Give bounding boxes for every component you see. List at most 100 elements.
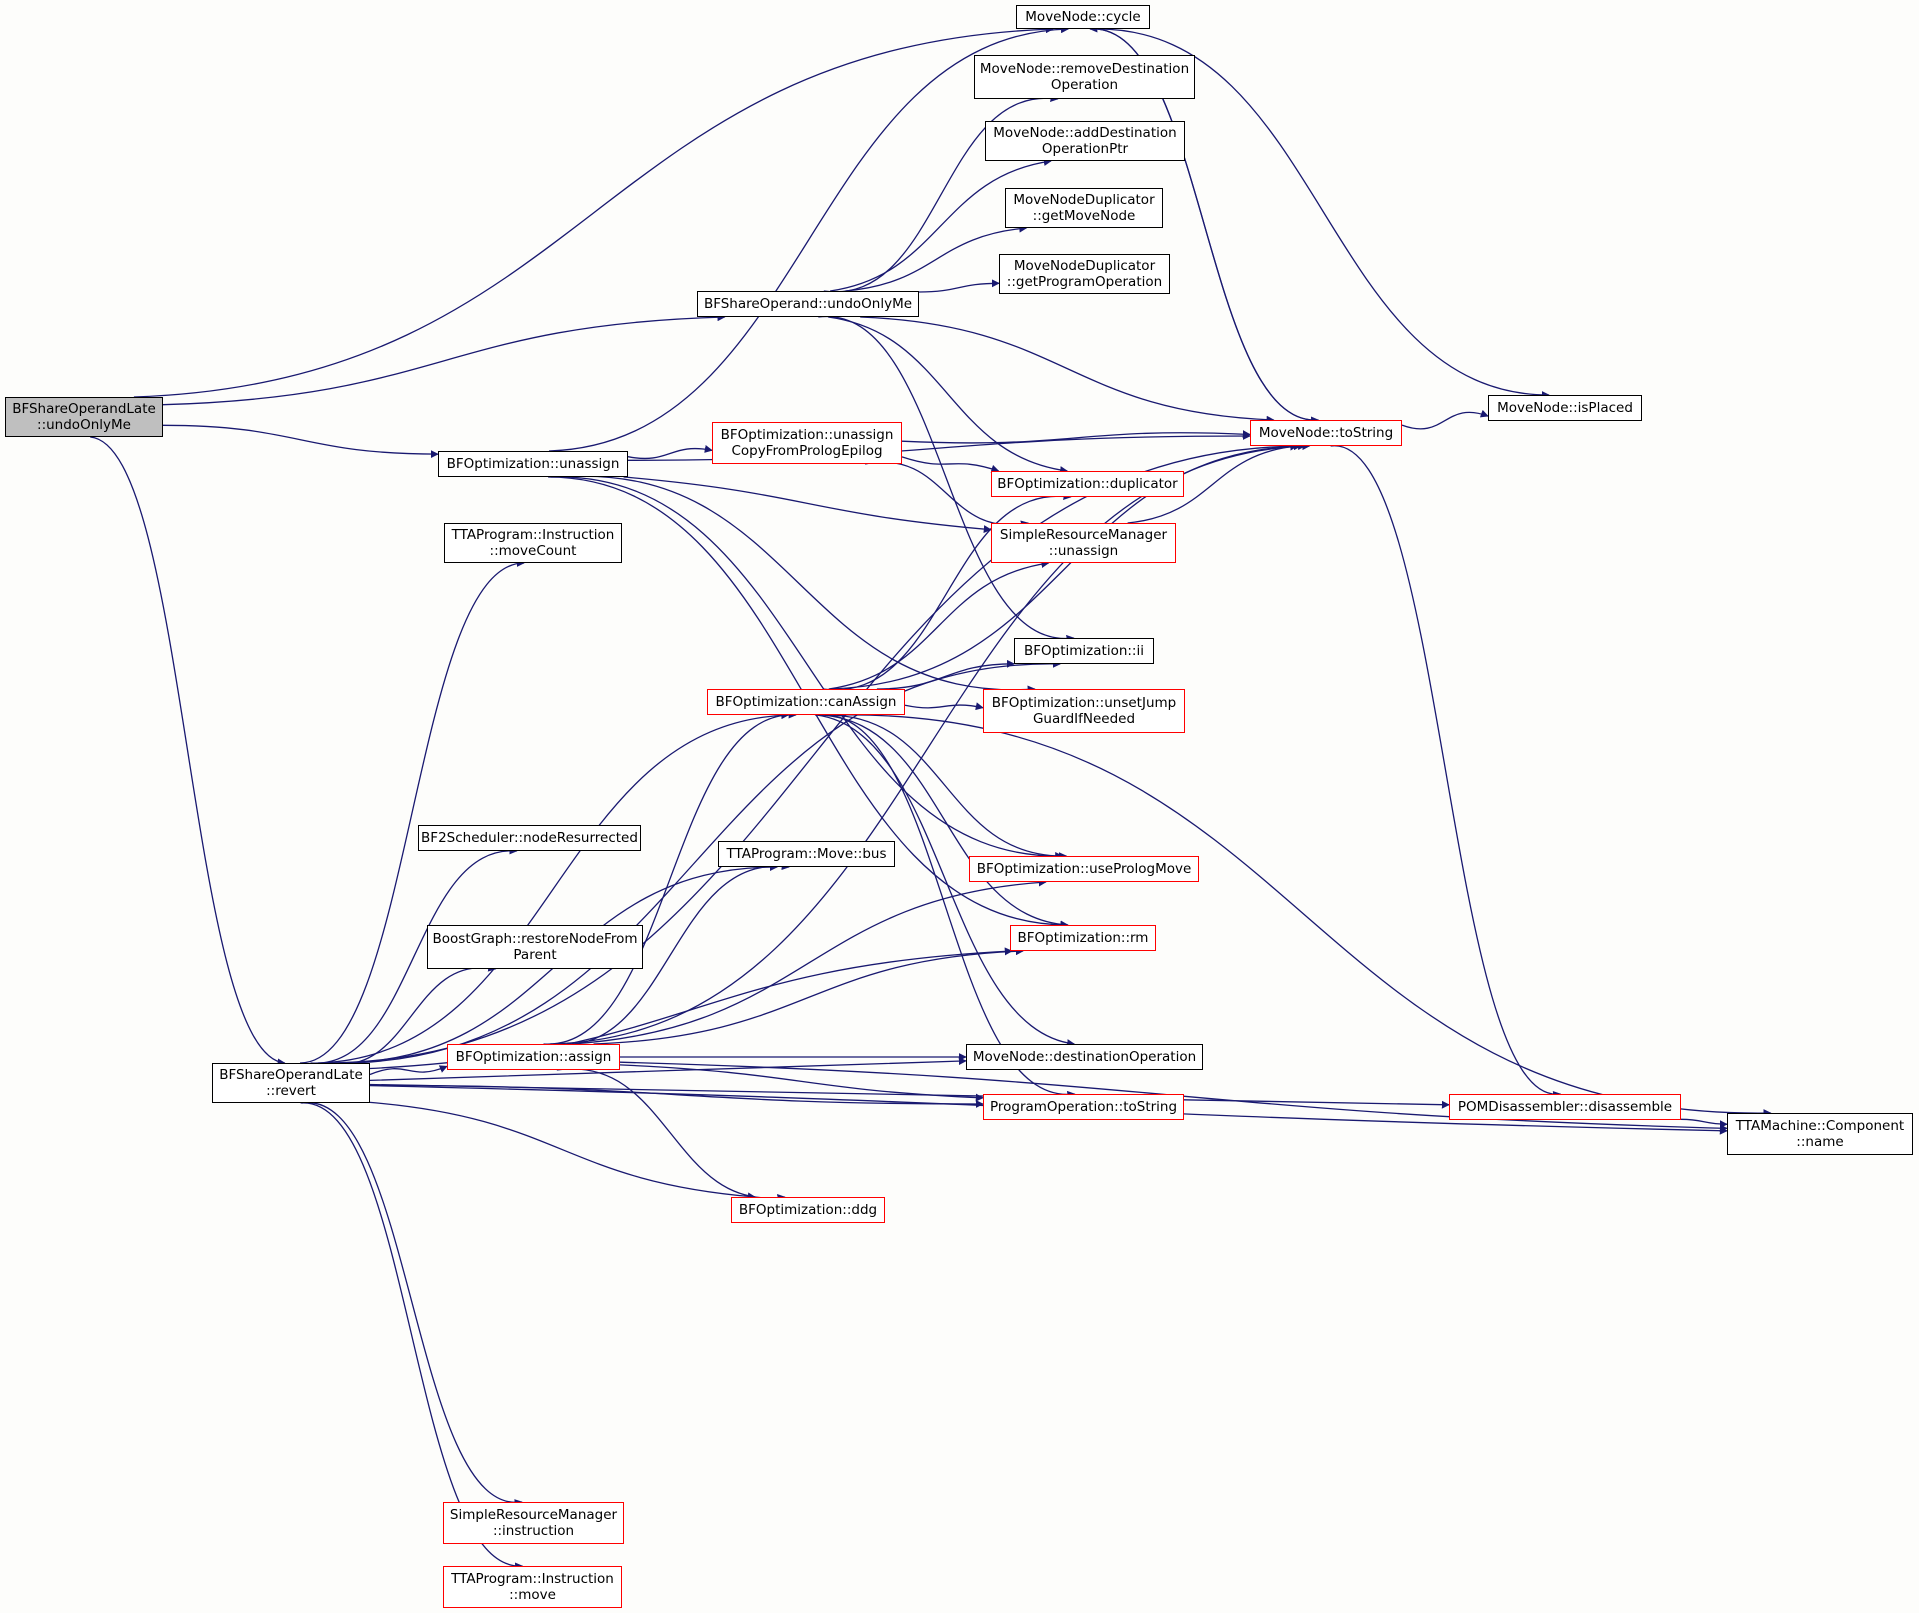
edge-revert-to-destOp [369, 1057, 967, 1082]
node-disassemble[interactable]: POMDisassembler::disassemble [1449, 1094, 1681, 1120]
node-isPlaced[interactable]: MoveNode::isPlaced [1488, 395, 1642, 421]
edge-revert-to-nodeRes [310, 846, 518, 1064]
node-label-line: BFOptimization::unsetJump [991, 695, 1177, 711]
node-label-line: CopyFromPrologEpilog [731, 443, 883, 459]
node-canAssign[interactable]: BFOptimization::canAssign [707, 689, 905, 715]
node-root[interactable]: BFShareOperandLate::undoOnlyMe [5, 397, 163, 437]
edge-bfsoUndo-to-addDst [830, 158, 1052, 292]
node-srmInstr[interactable]: SimpleResourceManager::instruction [443, 1502, 624, 1544]
edge-unassign-to-unsetJump [561, 475, 1036, 694]
node-compName[interactable]: TTAMachine::Component::name [1727, 1113, 1913, 1155]
node-toString[interactable]: MoveNode::toString [1250, 420, 1402, 446]
node-assign[interactable]: BFOptimization::assign [447, 1044, 620, 1070]
node-label-line: ::undoOnlyMe [37, 417, 131, 433]
edge-revert-to-ii [327, 659, 1061, 1064]
node-label-line: ProgramOperation::toString [989, 1099, 1178, 1115]
node-label-line: TTAProgram::Move::bus [726, 846, 887, 862]
node-label-line: BFOptimization::rm [1017, 930, 1149, 946]
node-unassign[interactable]: BFOptimization::unassign [438, 451, 628, 477]
edge-canAssign-to-compName [836, 714, 1772, 1118]
node-label-line: BFShareOperandLate [219, 1067, 363, 1083]
edge-canAssign-to-rm [821, 714, 1069, 929]
edge-canAssign-to-ii [876, 659, 1015, 690]
edge-toString-to-isPlaced [1401, 409, 1489, 430]
edge-unassignCP-to-duplicator [901, 456, 1000, 473]
node-label-line: BFShareOperandLate [12, 401, 156, 417]
node-label-line: MoveNode::toString [1258, 425, 1394, 441]
edge-bfsoUndo-to-removeDst [823, 94, 1059, 293]
node-label-line: BFOptimization::duplicator [997, 476, 1178, 492]
node-ddg[interactable]: BFOptimization::ddg [731, 1197, 885, 1223]
node-label-line: MoveNodeDuplicator [1013, 192, 1155, 208]
node-label-line: ::revert [266, 1083, 316, 1099]
edge-canAssign-to-usePrologMove [827, 714, 1064, 860]
node-label-line: ::move [509, 1587, 556, 1603]
node-label-line: SimpleResourceManager [999, 527, 1168, 543]
node-label-line: MoveNode::isPlaced [1497, 400, 1633, 416]
node-nodeRes[interactable]: BF2Scheduler::nodeResurrected [418, 825, 641, 851]
node-label-line: TTAProgram::Instruction [451, 1571, 614, 1587]
edge-srmUnassign-to-toString [1127, 442, 1299, 524]
node-label-line: BFOptimization::unassign [446, 456, 620, 472]
edge-root-to-bfsoUndo [162, 313, 726, 406]
edge-revert-to-ddg [369, 1101, 756, 1201]
edge-canAssign-to-poToString [814, 714, 1076, 1099]
edge-unassign-to-srmUnassign [623, 476, 992, 534]
node-usePrologMove[interactable]: BFOptimization::usePrologMove [969, 856, 1199, 882]
node-label-line: ::moveCount [489, 543, 577, 559]
edge-root-to-revert [90, 436, 286, 1067]
edge-toString-to-disassemble [1330, 445, 1562, 1099]
node-poToString[interactable]: ProgramOperation::toString [983, 1094, 1184, 1120]
node-bfsoUndo[interactable]: BFShareOperand::undoOnlyMe [697, 291, 919, 317]
node-label-line: BFOptimization::ii [1024, 643, 1144, 659]
node-label-line: ::instruction [492, 1523, 575, 1539]
edge-cycle-to-isPlaced [1097, 28, 1550, 399]
node-srmUnassign[interactable]: SimpleResourceManager::unassign [991, 523, 1176, 563]
edge-root-to-unassign [162, 424, 439, 459]
node-getPO[interactable]: MoveNodeDuplicator::getProgramOperation [999, 254, 1170, 294]
node-label-line: ::getMoveNode [1032, 208, 1136, 224]
edge-root-to-cycle [133, 25, 1054, 398]
edge-bfsoUndo-to-getMN [845, 224, 1028, 292]
edge-unassign-to-cycle [548, 25, 1069, 452]
node-label-line: MoveNode::destinationOperation [972, 1049, 1197, 1065]
edge-bfsoUndo-to-ii [818, 316, 1075, 643]
node-label-line: POMDisassembler::disassemble [1457, 1099, 1673, 1115]
edge-revert-to-canAssign [317, 711, 790, 1064]
edge-unassign-to-usePrologMove [550, 476, 1068, 861]
node-rm[interactable]: BFOptimization::rm [1010, 925, 1156, 951]
edge-canAssign-to-unsetJump [904, 702, 984, 711]
node-label-line: BFOptimization::assign [455, 1049, 612, 1065]
node-label-line: MoveNodeDuplicator [1013, 258, 1156, 274]
node-label-line: MoveNode::cycle [1025, 9, 1141, 25]
node-moveCount[interactable]: TTAProgram::Instruction::moveCount [444, 523, 622, 563]
edge-assign-to-moveBus [550, 862, 790, 1046]
node-label-line: ::getProgramOperation [1006, 274, 1163, 290]
node-ii[interactable]: BFOptimization::ii [1014, 638, 1154, 664]
node-moveBus[interactable]: TTAProgram::Move::bus [718, 841, 895, 867]
node-revert[interactable]: BFShareOperandLate::revert [212, 1063, 370, 1103]
edge-bfsoUndo-to-duplicator [828, 316, 1069, 475]
node-label-line: ::name [1796, 1134, 1844, 1150]
node-label-line: BoostGraph::restoreNodeFrom [432, 931, 638, 947]
node-label-line: TTAMachine::Component [1735, 1118, 1905, 1134]
node-label-line: BFOptimization::unassign [720, 427, 894, 443]
node-duplicator[interactable]: BFOptimization::duplicator [991, 471, 1184, 497]
node-label-line: GuardIfNeeded [1032, 711, 1136, 727]
edge-disassemble-to-compName [1680, 1118, 1728, 1129]
node-getMN[interactable]: MoveNodeDuplicator::getMoveNode [1005, 188, 1163, 228]
node-instrMove[interactable]: TTAProgram::Instruction::move [443, 1566, 622, 1608]
edge-canAssign-to-srmUnassign [828, 560, 1050, 690]
node-destOp[interactable]: MoveNode::destinationOperation [966, 1044, 1203, 1070]
node-cycle[interactable]: MoveNode::cycle [1016, 5, 1150, 29]
edge-toString-to-cycle [1089, 24, 1319, 421]
node-label-line: BFOptimization::ddg [738, 1202, 878, 1218]
